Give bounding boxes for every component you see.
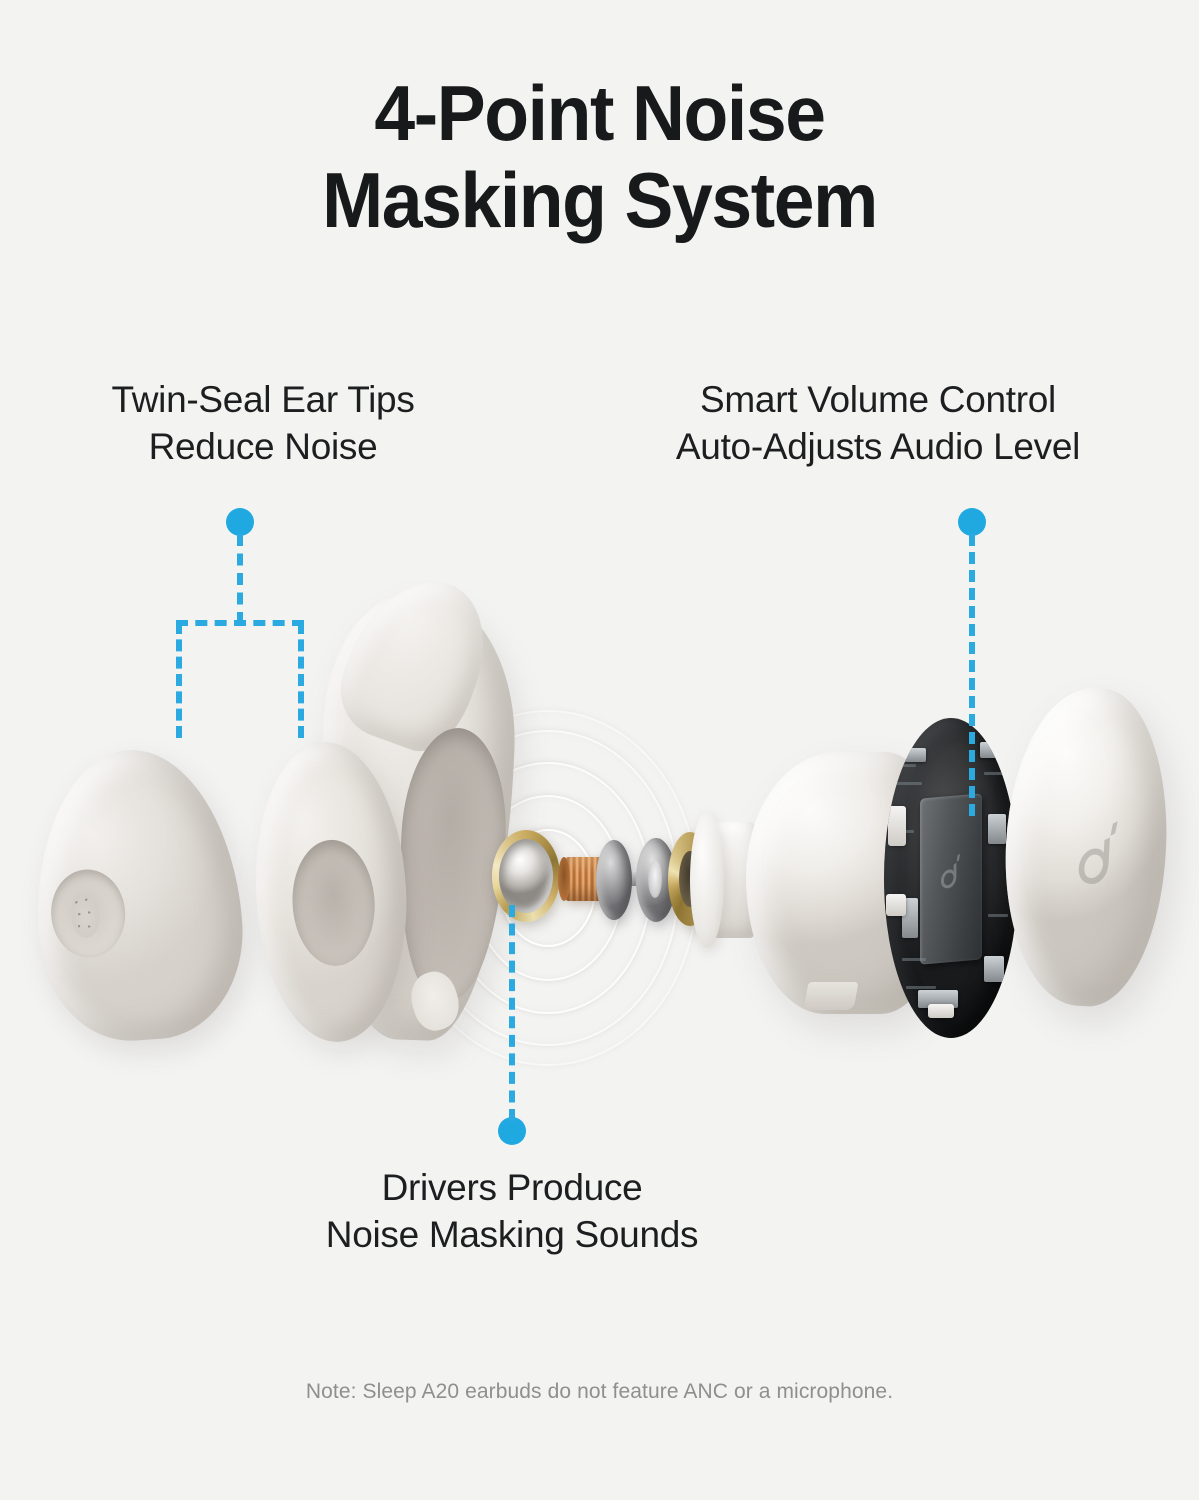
outer-cap — [997, 684, 1175, 1010]
footnote-note: Note: Sleep A20 earbuds do not feature A… — [305, 1380, 894, 1403]
battery-module — [920, 793, 982, 965]
callout-label-smart-volume-control: Smart Volume Control Auto-Adjusts Audio … — [675, 379, 1081, 468]
solid-ear-tip — [26, 743, 250, 1047]
page-title: 4-Point Noise Masking System — [322, 69, 878, 245]
callout-line-tips-stem — [237, 534, 243, 624]
soundcore-logo-icon — [1078, 821, 1118, 884]
callout-line-volume — [969, 534, 975, 816]
callout-line-drivers — [509, 905, 515, 1121]
soundcore-logo-icon — [941, 853, 960, 889]
callout-line-tips-left-branch — [176, 622, 182, 738]
callout-label-twin-seal-ear-tips: Twin-Seal Ear Tips Reduce Noise — [111, 379, 415, 468]
callout-dot-twin-seal-ear-tips — [226, 508, 254, 536]
driver-diaphragm — [492, 830, 560, 922]
callout-dot-drivers — [498, 1117, 526, 1145]
callout-dot-smart-volume-control — [958, 508, 986, 536]
callout-label-drivers: Drivers Produce Noise Masking Sounds — [325, 1167, 699, 1256]
earbud-collar — [690, 812, 724, 948]
earbud-contact-foot — [803, 982, 859, 1010]
callout-line-tips-bar — [176, 620, 304, 626]
callout-line-tips-right-branch — [298, 622, 304, 738]
magnet-disc-front — [596, 840, 632, 920]
circuit-board — [884, 718, 1018, 1038]
